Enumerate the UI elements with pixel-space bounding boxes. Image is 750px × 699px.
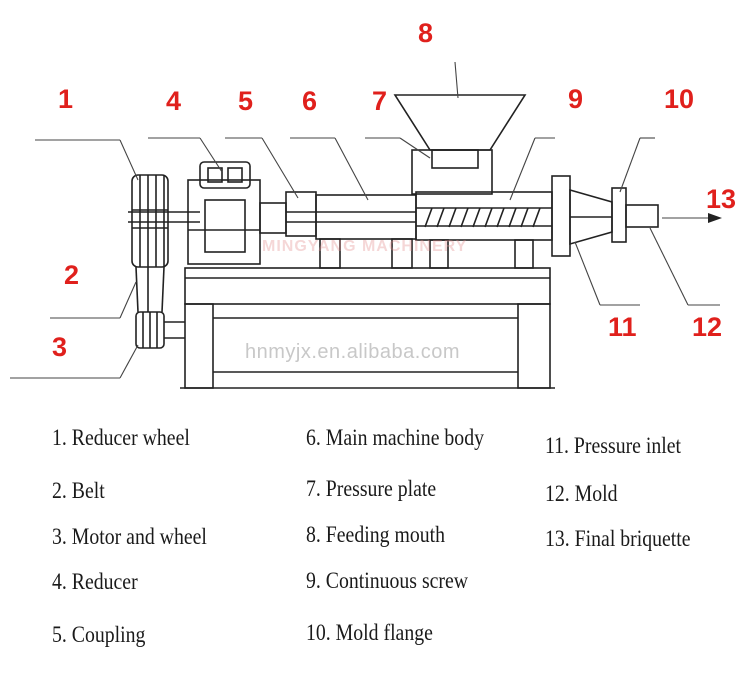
callout-5: 5 xyxy=(238,86,254,116)
legend-item-6: 6. Main machine body xyxy=(306,425,484,450)
mold xyxy=(625,204,659,228)
output-arrow xyxy=(708,213,722,223)
callout-1: 1 xyxy=(58,84,74,114)
belt xyxy=(135,266,139,313)
feeding-mouth xyxy=(393,94,527,151)
legend-item-11: 11. Pressure inlet xyxy=(545,433,682,458)
callout-13: 13 xyxy=(706,184,737,214)
mold-flange xyxy=(611,187,627,243)
main-machine-body xyxy=(315,194,417,240)
legend-item-9: 9. Continuous screw xyxy=(306,568,469,593)
callout-4: 4 xyxy=(166,86,182,116)
legend-item-10: 10. Mold flange xyxy=(306,620,433,645)
legend-item-7: 7. Pressure plate xyxy=(306,476,437,501)
callout-7: 7 xyxy=(372,86,388,116)
url-watermark: hnmyjx.en.alibaba.com xyxy=(245,341,461,363)
callout-3: 3 xyxy=(52,332,68,362)
callout-10: 10 xyxy=(664,84,695,114)
reducer-wheel xyxy=(131,174,169,268)
legend-item-8: 8. Feeding mouth xyxy=(306,522,446,547)
legend-item-12: 12. Mold xyxy=(545,481,618,506)
legend-item-1: 1. Reducer wheel xyxy=(52,425,190,450)
callout-6: 6 xyxy=(302,86,318,116)
pressure-plate xyxy=(411,149,493,195)
frame-left-leg xyxy=(184,303,214,389)
front-flange xyxy=(551,175,571,257)
legend-item-13: 13. Final briquette xyxy=(545,526,691,551)
legend-item-3: 3. Motor and wheel xyxy=(52,524,207,549)
callout-12: 12 xyxy=(692,312,723,342)
callout-11: 11 xyxy=(608,312,637,342)
legend-item-4: 4. Reducer xyxy=(52,569,138,594)
continuous-screw xyxy=(424,207,541,228)
barrel xyxy=(415,191,553,241)
legend-item-2: 2. Belt xyxy=(52,478,105,503)
frame-right-leg xyxy=(517,303,551,389)
coupling xyxy=(259,202,287,234)
legend-item-5: 5. Coupling xyxy=(52,622,146,647)
brand-watermark: MINGYANG MACHINERY xyxy=(262,238,468,255)
callout-9: 9 xyxy=(568,84,584,114)
callout-2: 2 xyxy=(64,260,80,290)
callout-8: 8 xyxy=(418,18,434,48)
frame-top-beam xyxy=(184,267,551,305)
